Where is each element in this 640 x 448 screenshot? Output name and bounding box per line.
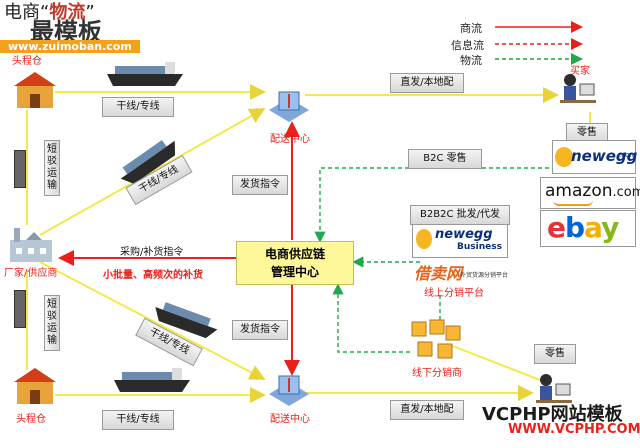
hub-line-2: 管理中心 [270,265,319,279]
direct-top-box: 直发/本地配 [390,73,464,93]
header-word: 物流 [49,2,86,23]
online-platform-label: 线上分销平台 [424,288,484,299]
jiemai-sub: 外贸货源分销平台 [460,272,509,279]
small-batch-label: 小批量、高频次的补货 [103,270,203,281]
trunk-top-label: 干线/专线 [102,97,174,117]
short-haul-top-box: 短驳运输 [44,140,60,196]
truck-bottom-icon [14,290,26,328]
offline-dist-icon [411,319,461,359]
dispatch-bottom-box: 发货指令 [232,320,288,340]
newegg-suffix: .com [619,151,637,159]
ship-diag-top-icon [120,139,176,184]
watermark-top-url: www.zuimoban.com [0,40,140,53]
newegg-business-egg-icon [416,229,432,249]
offline-info-line [332,283,410,353]
amazon-smile-icon [553,200,593,206]
newegg-business-logo: newegg Business [412,224,508,258]
watermark-bottom-title: VCPHP网站模板 [482,404,623,425]
watermark-top: 最模板 www.zuimoban.com [0,12,180,60]
trunk-line-diag-bottom [39,261,266,380]
buyer-bottom-icon [536,374,572,403]
b2b2c-box: B2B2C 批发/代发 [410,205,510,225]
hub-line-1: 电商供应链 [264,247,325,261]
offline-dist-label: 线下分销商 [412,368,462,379]
warehouse-top-icon [14,72,56,108]
ebay-letter-a: a [584,211,602,244]
b2c-box: B2C 零售 [408,149,482,169]
watermark-bottom-url: WWW.VCPHP.COM [508,422,640,437]
ebay-letter-b: b [565,211,585,244]
header-prefix: 电商“ [4,2,50,23]
hub-box: 电商供应链 管理中心 [236,241,354,285]
factory-label: 厂家/供应商 [4,268,58,279]
purchase-label: 采购/补货指令 [120,247,184,258]
jiemai-logo: 借卖网 外贸货源分销平台 [414,260,509,284]
dc-bottom-icon [269,375,309,406]
buyer-label: 买家 [570,66,590,77]
trunk-bottom-label: 干线/专线 [102,410,174,430]
legend-label-logistics: 物流 [460,54,482,67]
legend-label-commerce: 商流 [460,22,482,35]
factory-icon [10,228,52,262]
jiemai-text: 借卖网 [414,264,463,283]
warehouse-bottom-icon [14,368,56,404]
dc-bottom-label: 配送中心 [270,414,310,425]
ebay-logo: ebay [540,210,636,247]
newegg-business-text: newegg [435,227,493,242]
truck-top-icon [14,150,26,188]
legend-label-info: 信息流 [451,39,484,52]
newegg-logo: newegg .com [552,140,638,174]
ebay-text: ebay [547,211,619,244]
amazon-suffix: .com [612,185,640,200]
dispatch-top-box: 发货指令 [232,175,288,195]
amazon-logo: amazon.com [540,177,640,209]
header-title: 电商“物流” [4,0,95,24]
newegg-egg-icon [555,147,573,167]
watermark-bottom: VCPHP网站模板 WWW.VCPHP.COM [478,398,640,448]
warehouse-bottom-label: 头程仓 [16,414,46,425]
short-haul-bottom-box: 短驳运输 [44,295,60,351]
direct-bottom-box: 直发/本地配 [390,400,464,420]
warehouse-top-label: 头程仓 [12,56,42,67]
ebay-letter-e: e [547,211,566,244]
ship-bottom-icon [114,368,190,392]
newegg-text: newegg [571,147,638,165]
dc-top-label: 配送中心 [270,134,310,145]
dc-top-icon [269,91,309,122]
header-suffix: ” [85,2,95,23]
buyer-top-icon [560,74,596,103]
offline-line [449,344,541,381]
ship-diag-bottom-icon [155,302,218,339]
amazon-text: amazon.com [545,181,640,201]
ebay-letter-y: y [601,211,619,244]
retail-bottom-box: 零售 [534,344,576,364]
ship-top-icon [107,62,183,86]
newegg-business-sub: Business [457,242,502,252]
amazon-word: amazon [545,181,613,201]
b2c-line [314,167,570,243]
